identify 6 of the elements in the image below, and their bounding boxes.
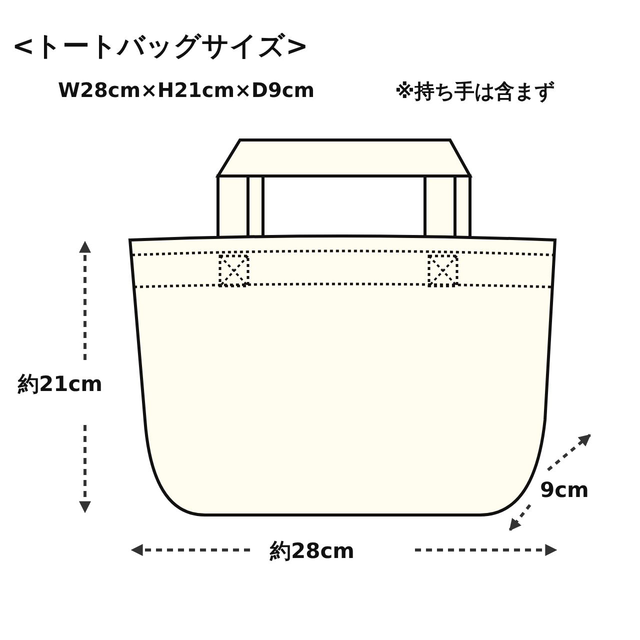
title: <トートバッグサイズ>	[12, 30, 308, 64]
dimension-label: 9cm	[540, 478, 589, 502]
dimension-label: 約28cm	[270, 538, 355, 565]
size-spec: W28cm×H21cm×D9cm	[58, 78, 315, 102]
dimension-label: 約21cm	[18, 371, 103, 398]
note: ※持ち手は含まず	[395, 78, 554, 105]
